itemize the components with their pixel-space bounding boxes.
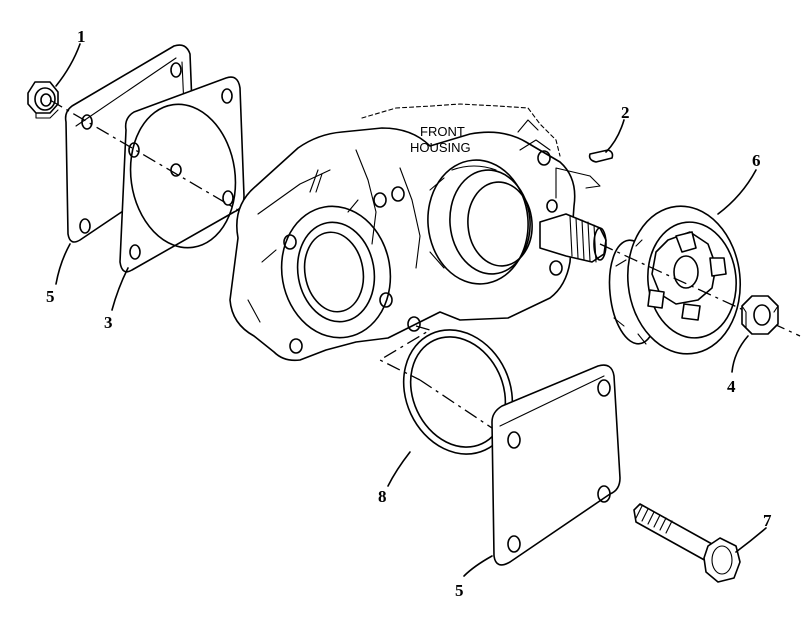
callout-1: 1 [77, 27, 86, 46]
callout-8: 8 [378, 487, 387, 506]
axis-line-step [378, 325, 432, 381]
callout-6: 6 [752, 151, 761, 170]
leader-5-lower [463, 555, 493, 577]
part-5-cover-plate-lower [491, 364, 621, 566]
part-8-o-ring [402, 329, 514, 455]
part-1-flange-nut [27, 81, 59, 119]
housing-label-line1: FRONT [420, 124, 465, 139]
part-4-hex-nut [741, 295, 779, 335]
callout-3: 3 [104, 313, 113, 332]
leader-1 [55, 43, 81, 87]
leader-4 [731, 335, 749, 373]
leader-5-upper [55, 243, 71, 285]
part-7-bolt [633, 503, 741, 583]
callout-4: 4 [727, 377, 736, 396]
callout-2: 2 [621, 103, 630, 122]
callout-7: 7 [763, 511, 772, 530]
leader-8 [387, 451, 411, 487]
leader-7 [735, 527, 767, 553]
leader-6 [717, 169, 757, 215]
leader-lines [55, 43, 767, 577]
housing-label-line2: HOUSING [410, 140, 471, 155]
leader-3 [111, 267, 129, 311]
part-6-coupling [608, 205, 742, 355]
callout-5-lower: 5 [455, 581, 464, 600]
callout-5-upper: 5 [46, 287, 55, 306]
front-housing [229, 103, 607, 362]
part-2-key [588, 149, 614, 163]
leader-2 [605, 119, 625, 153]
